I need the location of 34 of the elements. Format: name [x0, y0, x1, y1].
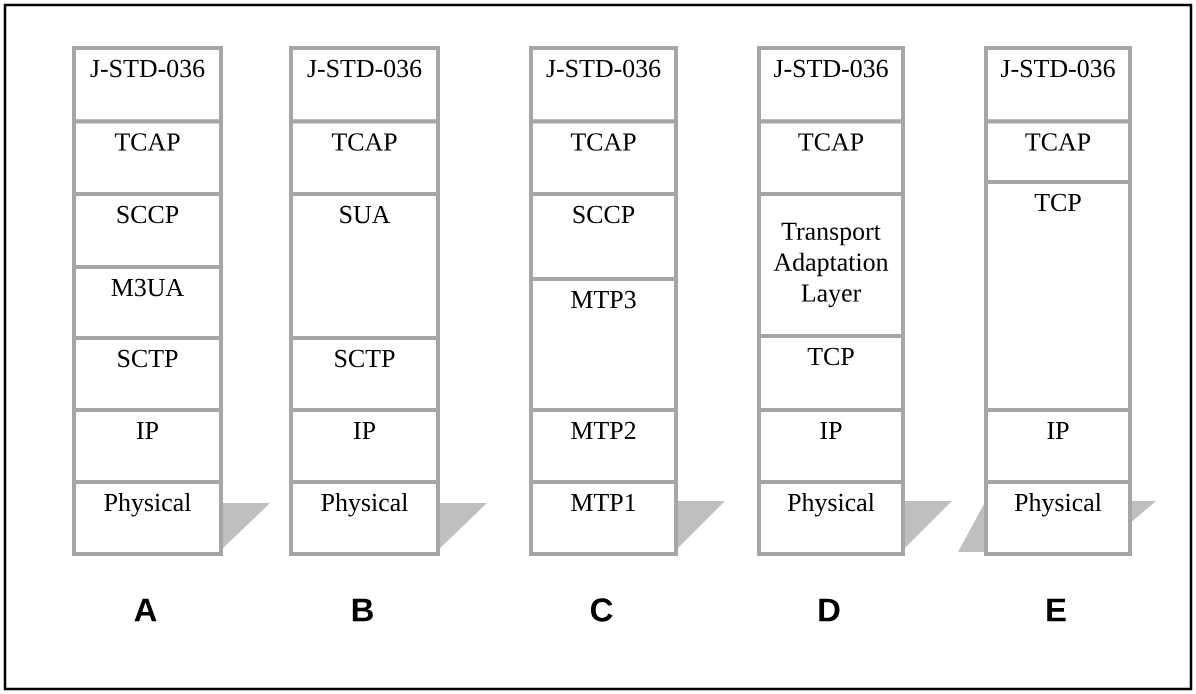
layer-box: M3UA — [72, 265, 223, 340]
layer-box: IP — [72, 408, 223, 484]
layer-box: TCAP — [984, 119, 1132, 184]
layer-box: TCP — [757, 334, 905, 412]
layer-box: TCAP — [72, 119, 223, 196]
layer-box: TCAP — [757, 119, 905, 196]
layer-box: Physical — [72, 480, 223, 556]
stack-letter: E — [1047, 598, 1066, 622]
layer-box: Physical — [984, 480, 1132, 556]
layer-box: Physical — [289, 480, 440, 556]
layer-box: Transport Adaptation Layer — [757, 192, 905, 338]
layer-box: MTP3 — [529, 277, 678, 412]
layer-box: TCAP — [289, 119, 440, 196]
layer-box: IP — [984, 408, 1132, 484]
layer-box: MTP2 — [529, 408, 678, 484]
layer-box: SCCP — [72, 192, 223, 269]
layer-box: SUA — [289, 192, 440, 340]
layer-box: TCAP — [529, 119, 678, 196]
stack-letter: C — [591, 598, 613, 622]
layer-box: IP — [289, 408, 440, 484]
stack-letter: D — [819, 598, 840, 622]
layer-box: IP — [757, 408, 905, 484]
layer-box: J-STD-036 — [289, 46, 440, 124]
stack-letter: B — [352, 598, 373, 622]
layer-box: J-STD-036 — [984, 46, 1132, 124]
stack-letter: A — [134, 598, 157, 622]
layer-box: SCTP — [289, 336, 440, 412]
layer-box: MTP1 — [529, 480, 678, 556]
layer-box: J-STD-036 — [757, 46, 905, 124]
layer-box: Physical — [757, 480, 905, 556]
layer-box: J-STD-036 — [72, 46, 223, 124]
layer-box: J-STD-036 — [529, 46, 678, 124]
layer-box: SCCP — [529, 192, 678, 281]
layer-box: SCTP — [72, 336, 223, 412]
